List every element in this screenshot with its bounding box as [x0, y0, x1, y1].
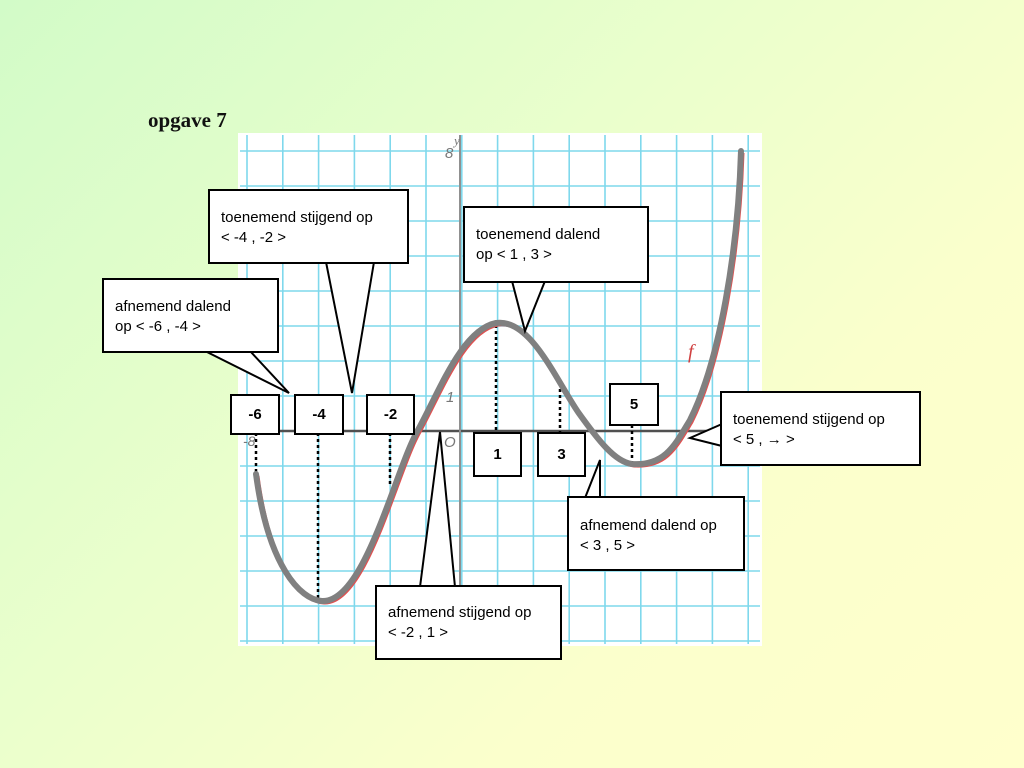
marker-neg6: -6 — [230, 394, 280, 435]
callout-line: op < -6 , -4 > — [115, 318, 201, 335]
callout-line: toenemend stijgend op — [733, 411, 885, 428]
tail-c2 — [512, 281, 545, 331]
tick-x-left-label: -8 — [243, 433, 256, 449]
callout-line: < 5 , → > — [733, 431, 795, 448]
dotted-guides — [254, 325, 634, 600]
callout-line: toenemend stijgend op — [221, 209, 373, 226]
marker-5: 5 — [609, 383, 659, 426]
callout-line: < -4 , -2 > — [221, 229, 287, 246]
callout-decreasing-fall-neg6-neg4: afnemend dalend op < -6 , -4 > — [102, 278, 279, 353]
tick-y-top-label: 8 — [445, 145, 454, 162]
function-label: f — [688, 341, 696, 363]
marker-3: 3 — [537, 432, 586, 477]
callout-line: toenemend dalend — [476, 226, 601, 243]
callout-increasing-fall-1-3: toenemend dalend op < 1 , 3 > — [463, 206, 649, 283]
slide-title: opgave 7 — [148, 108, 227, 132]
tail-c6 — [420, 432, 455, 587]
callout-increasing-rise-5-inf: toenemend stijgend op < 5 , → > — [720, 391, 921, 466]
callout-line: afnemend dalend — [115, 298, 231, 315]
tail-c4 — [690, 424, 722, 446]
tick-y-one-label: 1 — [446, 389, 454, 406]
callout-increasing-rise-neg4-neg2: toenemend stijgend op < -4 , -2 > — [208, 189, 409, 264]
callout-decreasing-rise-neg2-1: afnemend stijgend op < -2 , 1 > — [375, 585, 562, 660]
callout-line: < -2 , 1 > — [388, 624, 449, 641]
marker-1: 1 — [473, 432, 522, 477]
callout-line: < 3 , 5 > — [580, 537, 636, 554]
callout-line: afnemend dalend op — [580, 517, 717, 534]
callout-line: afnemend stijgend op — [388, 604, 532, 621]
callout-line: op < 1 , 3 > — [476, 246, 552, 263]
marker-neg2: -2 — [366, 394, 415, 435]
function-curve — [253, 148, 744, 605]
origin-label: O — [444, 434, 456, 451]
marker-neg4: -4 — [294, 394, 344, 435]
y-axis-label: y — [452, 133, 460, 148]
tail-c1 — [326, 262, 374, 393]
callout-tails — [204, 261, 723, 588]
callout-decreasing-fall-3-5: afnemend dalend op < 3 , 5 > — [567, 496, 745, 571]
